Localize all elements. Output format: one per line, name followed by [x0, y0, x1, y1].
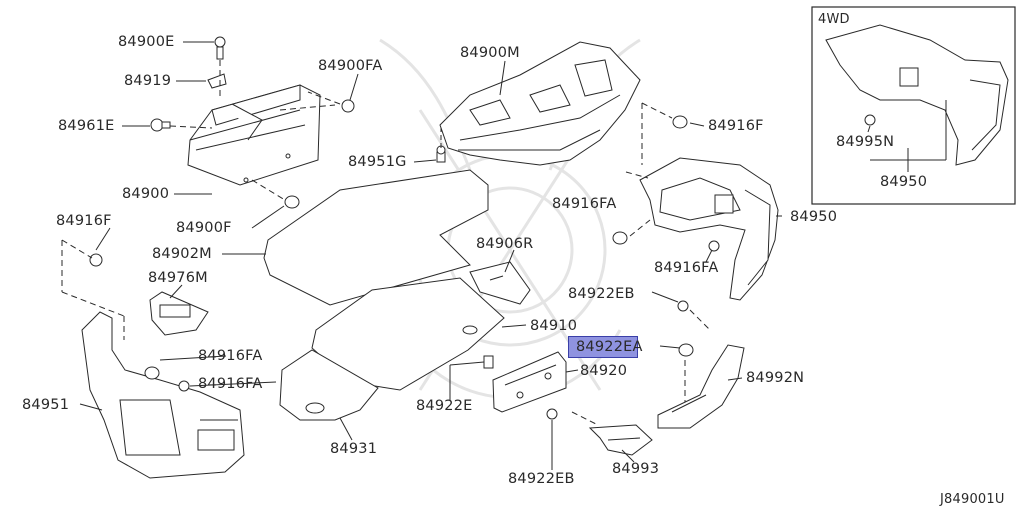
label-84920[interactable]: 84920	[580, 363, 628, 379]
label-84976M[interactable]: 84976M	[148, 270, 208, 286]
label-84902M[interactable]: 84902M	[152, 246, 212, 262]
label-84916FA-l2[interactable]: 84916FA	[198, 376, 263, 392]
label-84995N[interactable]: 84995N	[836, 134, 895, 150]
label-84950-inset[interactable]: 84950	[880, 174, 928, 190]
label-84916FA-right[interactable]: 84916FA	[654, 260, 719, 276]
part-84906R	[469, 261, 531, 305]
clip-84922EA	[678, 343, 694, 357]
label-84922EB-top[interactable]: 84922EB	[568, 286, 635, 302]
inset-part-84950	[825, 24, 1009, 166]
label-84916FA-mid[interactable]: 84916FA	[552, 196, 617, 212]
label-84950[interactable]: 84950	[790, 209, 838, 225]
clip-84922E	[483, 355, 494, 369]
part-84993-strip	[588, 424, 653, 456]
part-84951-trim	[81, 311, 245, 479]
inset-clip-84995N	[864, 114, 876, 126]
dashed-leaders-tl	[169, 60, 341, 201]
part-84931-panel	[279, 349, 379, 421]
label-84900F[interactable]: 84900F	[176, 220, 232, 236]
label-84922EA[interactable]: 84922EA	[576, 339, 643, 355]
clip-84922EB-top	[677, 300, 689, 312]
part-84900M-shelf	[439, 41, 641, 166]
label-84910[interactable]: 84910	[530, 318, 578, 334]
label-84900E[interactable]: 84900E	[118, 34, 175, 50]
clip-84961E	[150, 118, 171, 132]
part-84992N-trim	[657, 344, 745, 429]
clip-84919	[207, 73, 227, 89]
label-84922E[interactable]: 84922E	[416, 398, 473, 414]
part-84902M-mat	[263, 169, 489, 306]
highlight-84922EA	[568, 336, 638, 358]
label-84906R[interactable]: 84906R	[476, 236, 534, 252]
clip-84916FA-l1	[144, 366, 160, 380]
part-84900-trim	[187, 84, 321, 186]
part-84920-bracket	[492, 351, 567, 413]
label-84919[interactable]: 84919	[124, 73, 172, 89]
clip-84951G	[436, 145, 446, 163]
part-84950-trim	[639, 157, 779, 301]
leader-lines	[79, 41, 947, 470]
diagram-code: J849001U	[940, 492, 1005, 507]
label-84916F-left[interactable]: 84916F	[56, 213, 112, 229]
label-84951[interactable]: 84951	[22, 397, 70, 413]
clip-84916F-left	[89, 253, 103, 267]
clip-84916FA-right	[708, 240, 720, 252]
label-84961E[interactable]: 84961E	[58, 118, 115, 134]
label-84916F-top[interactable]: 84916F	[708, 118, 764, 134]
clip-84916FA-mid	[612, 231, 628, 245]
label-84900[interactable]: 84900	[122, 186, 170, 202]
dashed-leaders-left	[61, 239, 125, 340]
label-84993[interactable]: 84993	[612, 461, 660, 477]
clip-84900FA	[341, 99, 355, 113]
label-84900FA[interactable]: 84900FA	[318, 58, 383, 74]
clip-84916F-top	[672, 115, 688, 129]
label-84922EB-bot[interactable]: 84922EB	[508, 471, 575, 487]
clip-84900F	[284, 195, 300, 209]
label-84992N[interactable]: 84992N	[746, 370, 805, 386]
inset-title: 4WD	[818, 12, 850, 27]
fastener-84900E	[214, 36, 226, 60]
label-84916FA-l1[interactable]: 84916FA	[198, 348, 263, 364]
label-84951G[interactable]: 84951G	[348, 154, 407, 170]
clip-84916FA-l2	[178, 380, 190, 392]
inset-frame	[811, 6, 1016, 205]
label-84900M[interactable]: 84900M	[460, 45, 520, 61]
label-84931[interactable]: 84931	[330, 441, 378, 457]
part-84976M	[149, 291, 209, 336]
dashed-leaders-right	[625, 102, 711, 410]
clip-84922EB-bot	[546, 408, 558, 420]
